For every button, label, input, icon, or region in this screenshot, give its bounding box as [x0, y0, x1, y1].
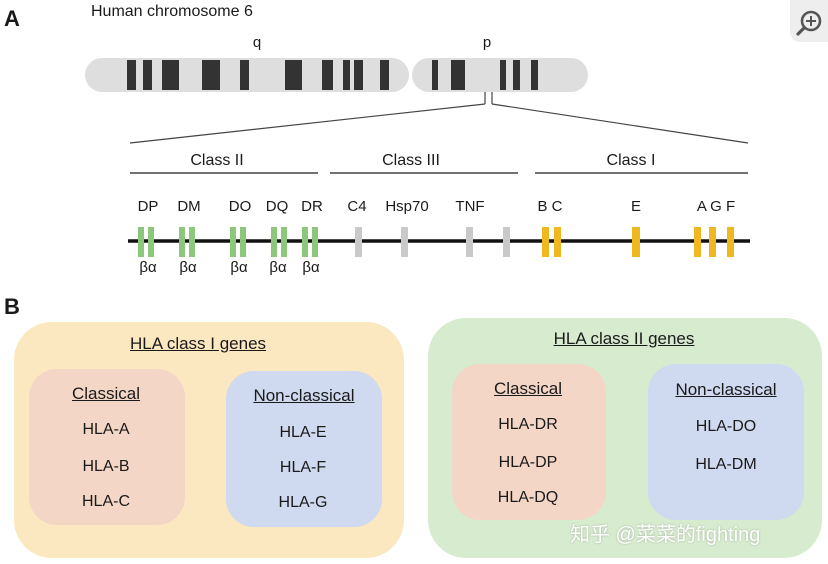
arm-q-label: q — [252, 34, 262, 51]
gene-hla-dq: HLA-DQ — [497, 489, 559, 506]
panel-b-letter: B — [4, 294, 20, 319]
class-ii-gene-markers — [138, 227, 318, 257]
chain-label-dm: βα — [179, 259, 197, 276]
chain-label-do: βα — [230, 259, 248, 276]
gene-label-agf: A G F — [696, 198, 736, 215]
hla-class-ii-title: HLA class II genes — [553, 329, 695, 348]
class-i-gene-markers — [542, 227, 734, 257]
class-iii-label: Class III — [382, 152, 440, 169]
class-i-classical-box — [29, 369, 185, 525]
chain-label-dr: βα — [302, 259, 320, 276]
gene-hla-dr: HLA-DR — [498, 416, 558, 433]
gene-label-do: DO — [228, 198, 252, 215]
magnify-plus-icon — [796, 10, 822, 36]
chain-label-dp: βα — [139, 259, 157, 276]
class-iii-gene-markers — [355, 227, 510, 257]
zoom-button[interactable] — [790, 0, 828, 42]
gene-label-dm: DM — [177, 198, 201, 215]
class-ii-classical-title: Classical — [493, 379, 563, 398]
class-ii-classical-box — [452, 364, 606, 520]
gene-hla-c: HLA-C — [81, 493, 131, 510]
class-ii-non-classical-title: Non-classical — [675, 380, 777, 399]
arm-p-label: p — [482, 34, 492, 51]
gene-hla-a: HLA-A — [82, 421, 130, 438]
chromosome-diagram — [85, 58, 750, 257]
gene-hla-g: HLA-G — [278, 494, 328, 511]
gene-label-dp: DP — [137, 198, 159, 215]
gene-label-c4: C4 — [347, 198, 367, 215]
gene-hla-e: HLA-E — [279, 424, 327, 441]
gene-label-dq: DQ — [265, 198, 289, 215]
gene-label-hsp70: Hsp70 — [385, 198, 429, 215]
gene-label-tnf: TNF — [455, 198, 485, 215]
zoom-lines — [129, 92, 749, 144]
gene-hla-dp: HLA-DP — [498, 454, 558, 471]
gene-hla-dm: HLA-DM — [695, 456, 757, 473]
panel-a-letter: A — [4, 6, 20, 31]
class-i-classical-title: Classical — [71, 384, 141, 403]
class-i-non-classical-title: Non-classical — [253, 386, 355, 405]
class-ii-label: Class II — [190, 152, 244, 169]
gene-label-dr: DR — [301, 198, 323, 215]
watermark-text: 知乎 @菜菜的fighting — [570, 524, 761, 546]
gene-label-bc: B C — [537, 198, 563, 215]
gene-hla-b: HLA-B — [82, 458, 130, 475]
class-ii-non-classical-box — [648, 364, 804, 520]
class-i-non-classical-box — [226, 371, 382, 527]
chromosome-bands — [127, 60, 538, 90]
chromosome-title: Human chromosome 6 — [91, 3, 253, 20]
gene-label-e: E — [630, 198, 642, 215]
gene-hla-f: HLA-F — [279, 459, 327, 476]
hla-class-i-title: HLA class I genes — [129, 334, 267, 353]
class-i-label: Class I — [606, 152, 656, 169]
chain-label-dq: βα — [269, 259, 287, 276]
gene-hla-do: HLA-DO — [695, 418, 757, 435]
